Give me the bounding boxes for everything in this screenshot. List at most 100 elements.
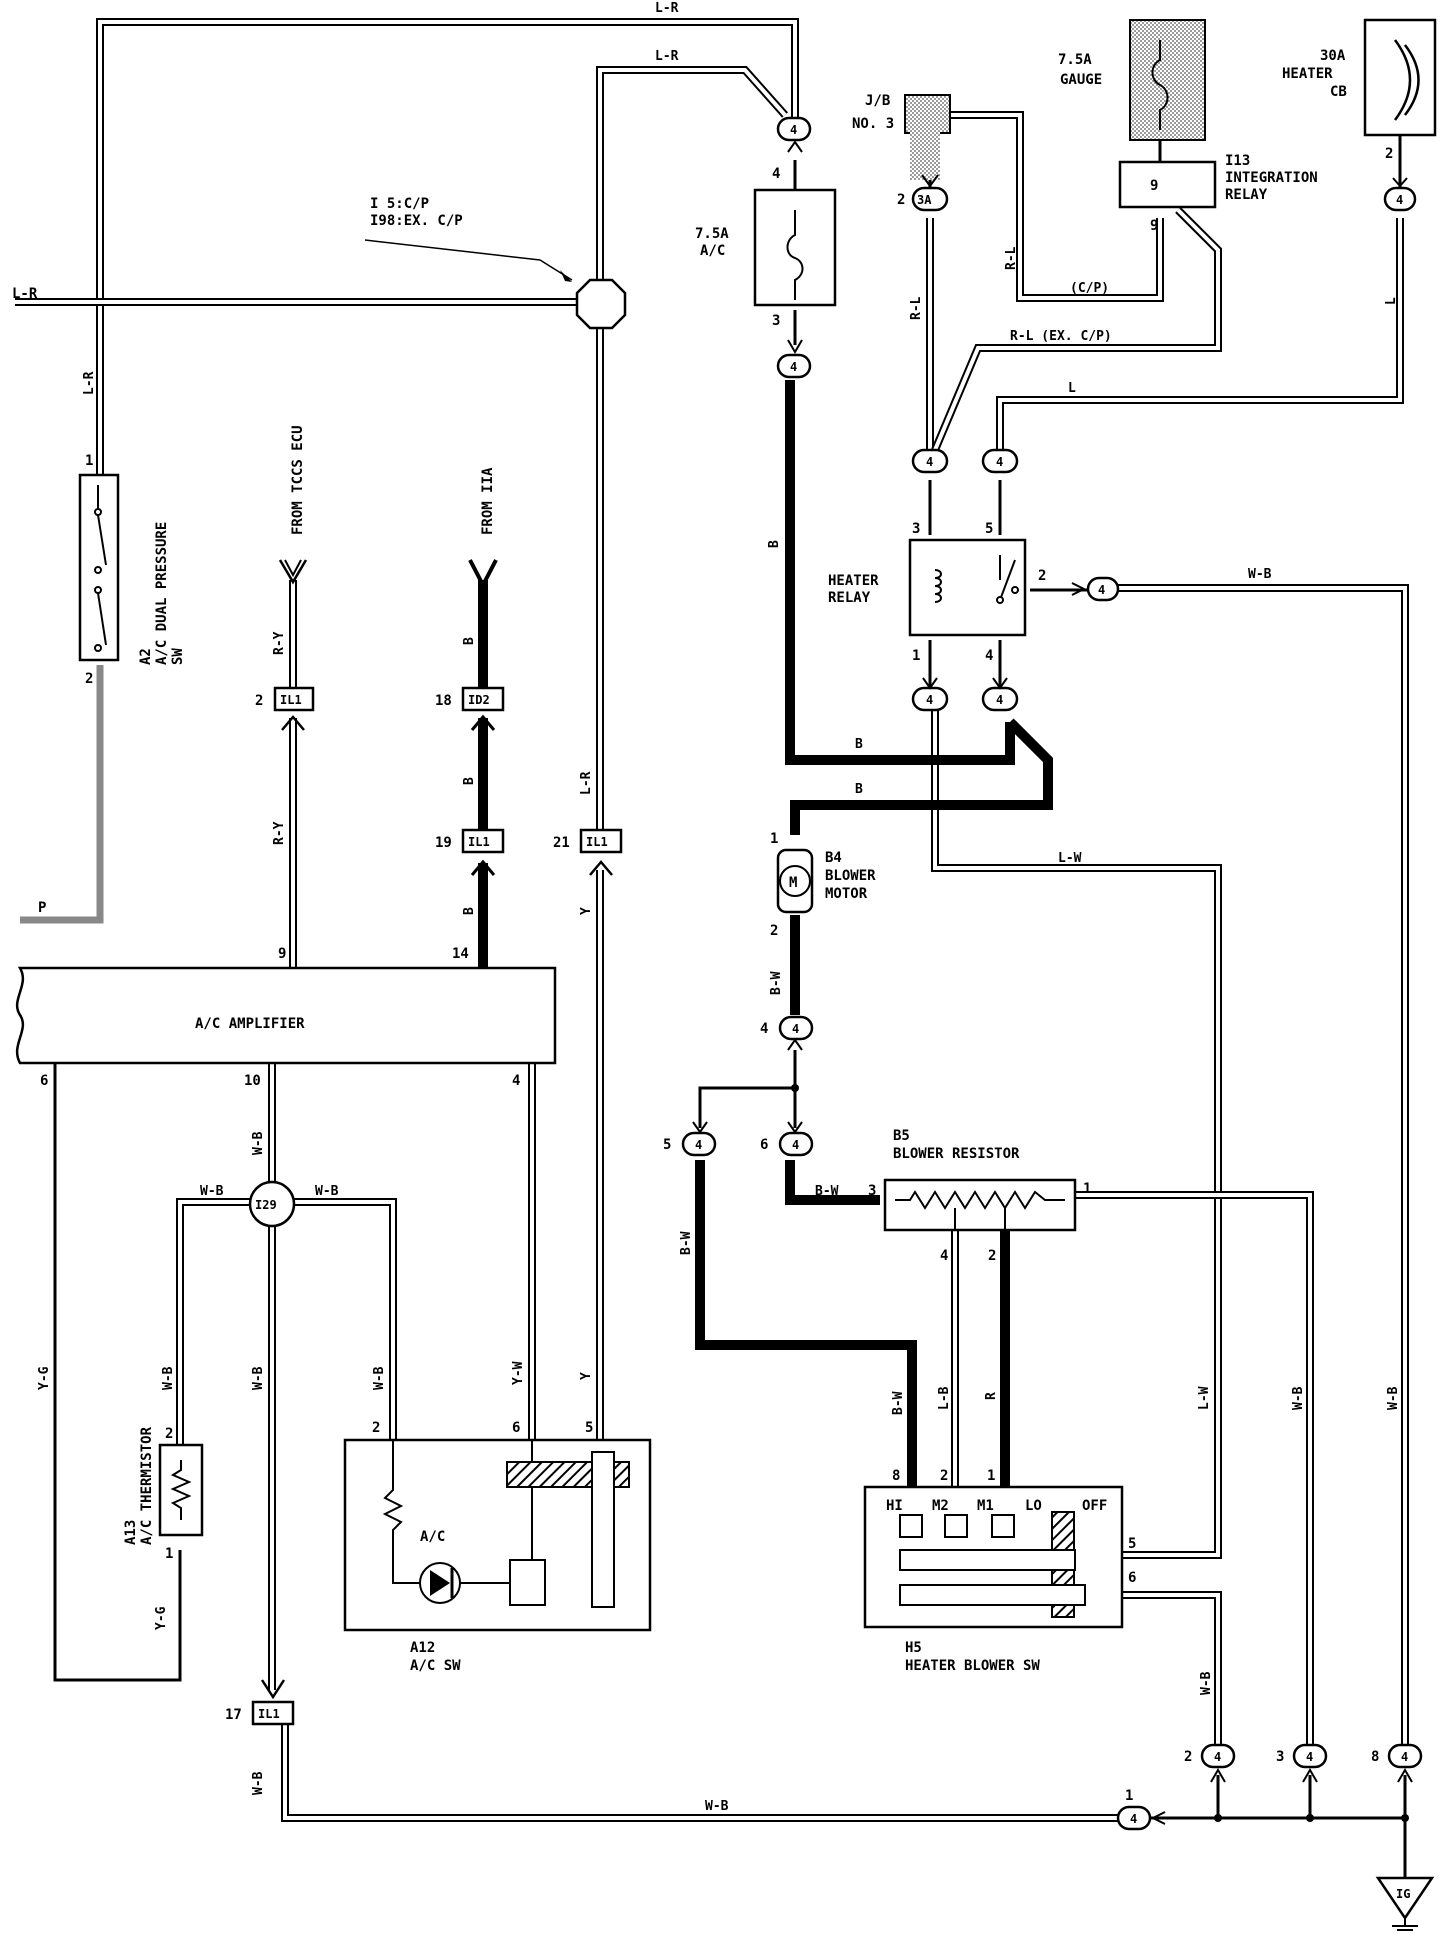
wire-label-ry-1: R-Y [272,631,287,655]
fuse-ac-name: A/C [700,243,725,259]
svg-text:IG: IG [1396,1887,1410,1901]
wire-label-wb-4: W-B [161,1366,176,1390]
thermistor-code: A13 [123,1520,139,1545]
svg-text:ID2: ID2 [468,693,490,707]
svg-text:9: 9 [1150,218,1158,234]
connector-4-pin6: 4 6 [760,1121,814,1157]
wire-label-cp: (C/P) [1070,281,1109,296]
thin-wires [53,110,1402,1820]
wire-label-rl-ex: R-L (EX. C/P) [1010,329,1112,344]
wire-label-lr-top2: L-R [655,49,679,64]
dual-pressure-switch: 1 2 A2 A/C DUAL PRESSURE SW [78,453,186,687]
wire-label-b-6: B [462,907,477,915]
wire-label-yg-2: Y-G [154,1606,169,1630]
splice-note-1: I 5:C/P [370,196,429,212]
svg-text:6: 6 [512,1420,520,1436]
wire-label-wb-7: W-B [315,1184,339,1199]
junction-block-3: J/B NO. 3 [852,93,951,180]
svg-text:4: 4 [1214,1750,1221,1764]
thermistor-name: A/C THERMISTOR [139,1426,155,1545]
wire-label-lr-top: L-R [655,1,679,16]
heater-cb-name2: CB [1330,84,1347,100]
connector-4-relay-5: 4 [981,448,1019,474]
iia-source: FROM IIA [468,467,498,590]
wire-label-wb-r1: W-B [1291,1386,1306,1410]
wire-label-lb: L-B [937,1386,952,1410]
connectors: IL1 2 ID2 18 IL1 19 IL1 21 I29 [225,116,1423,1831]
svg-text:10: 10 [244,1073,261,1089]
wire-label-l-2: L [1384,297,1399,305]
fuse-gauge-rating: 7.5A [1058,52,1092,68]
connector-il1-17: IL1 17 [225,1679,295,1726]
connector-il1-21: IL1 21 [553,828,623,876]
svg-text:4: 4 [1306,1750,1313,1764]
svg-text:9: 9 [1150,178,1158,194]
blower-motor-name2: MOTOR [825,886,868,902]
wire-label-wb-2: W-B [251,1366,266,1390]
svg-text:9: 9 [278,946,286,962]
connector-4-ground-1: 4 1 [1116,1788,1166,1831]
svg-text:4: 4 [1130,1812,1137,1826]
blower-resistor-name: BLOWER RESISTOR [893,1146,1020,1162]
svg-text:3: 3 [1276,1749,1284,1765]
svg-text:19: 19 [435,835,452,851]
sw-pos-off: OFF [1082,1498,1107,1514]
wire-label-wb-3: W-B [372,1366,387,1390]
connector-4-fuse-bottom: 4 [776,339,812,379]
ac-amplifier: A/C AMPLIFIER 9 14 6 10 4 [15,946,557,1089]
svg-text:17: 17 [225,1707,242,1723]
dual-pressure-code: A2 [138,648,154,665]
fuse-ac: 7.5A A/C 4 3 [695,166,837,329]
wire-label-lr-a2: L-R [82,371,97,395]
dual-pressure-suffix: SW [170,648,186,665]
svg-text:4: 4 [512,1073,520,1089]
svg-text:2: 2 [165,1426,173,1442]
wire-label-lr-left: L-R [12,286,38,302]
svg-text:4: 4 [985,648,993,664]
svg-text:5: 5 [663,1137,671,1153]
svg-text:4: 4 [792,1022,799,1036]
jb-name1: J/B [865,93,890,109]
connector-4-pin5: 4 5 [663,1121,717,1157]
splice-dots [791,1084,1409,1822]
connector-4-relay-1: 4 [911,677,949,712]
heater-relay-name1: HEATER [828,573,879,589]
svg-text:1: 1 [1083,1181,1091,1197]
svg-text:4: 4 [772,166,780,182]
double-wires [15,18,1409,1880]
ac-switch: A/C 2 6 5 A12 A/C SW [343,1420,652,1674]
wire-label-bw-1: B-W [769,971,784,995]
fuse-gauge-name: GAUGE [1060,72,1102,88]
svg-text:1: 1 [165,1546,173,1562]
svg-text:4: 4 [996,693,1003,707]
svg-text:14: 14 [452,946,469,962]
jb-name2: NO. 3 [852,116,894,132]
svg-text:6: 6 [760,1137,768,1153]
blower-resistor-code: B5 [893,1128,910,1144]
connector-id2-18: ID2 18 [435,686,505,731]
svg-text:4: 4 [792,1138,799,1152]
svg-text:5: 5 [1128,1536,1136,1552]
wire-label-bw-4: B-W [891,1391,906,1415]
sw-pos-m2: M2 [932,1498,949,1514]
svg-text:2: 2 [85,671,93,687]
svg-text:IL1: IL1 [468,835,490,849]
connector-4-fuse-top: 4 [776,116,812,153]
svg-text:4: 4 [760,1021,768,1037]
integration-relay-name1: INTEGRATION [1225,170,1318,186]
svg-text:2: 2 [988,1248,996,1264]
wire-label-y-2: Y [579,1372,594,1380]
ac-sw-inner: A/C [420,1529,445,1545]
wire-label-wb-r2: W-B [1386,1386,1401,1410]
svg-text:3: 3 [868,1183,876,1199]
connector-3a: 3A 2 [897,174,949,212]
svg-text:6: 6 [40,1073,48,1089]
connector-il1-19: IL1 19 [435,828,505,876]
splice-i5: I 5:C/P I98:EX. C/P [364,196,627,330]
svg-text:4: 4 [926,455,933,469]
svg-text:1: 1 [1125,1788,1133,1804]
fuse-ac-rating: 7.5A [695,226,729,242]
svg-text:5: 5 [585,1420,593,1436]
source-tccs: FROM TCCS ECU [290,425,306,535]
